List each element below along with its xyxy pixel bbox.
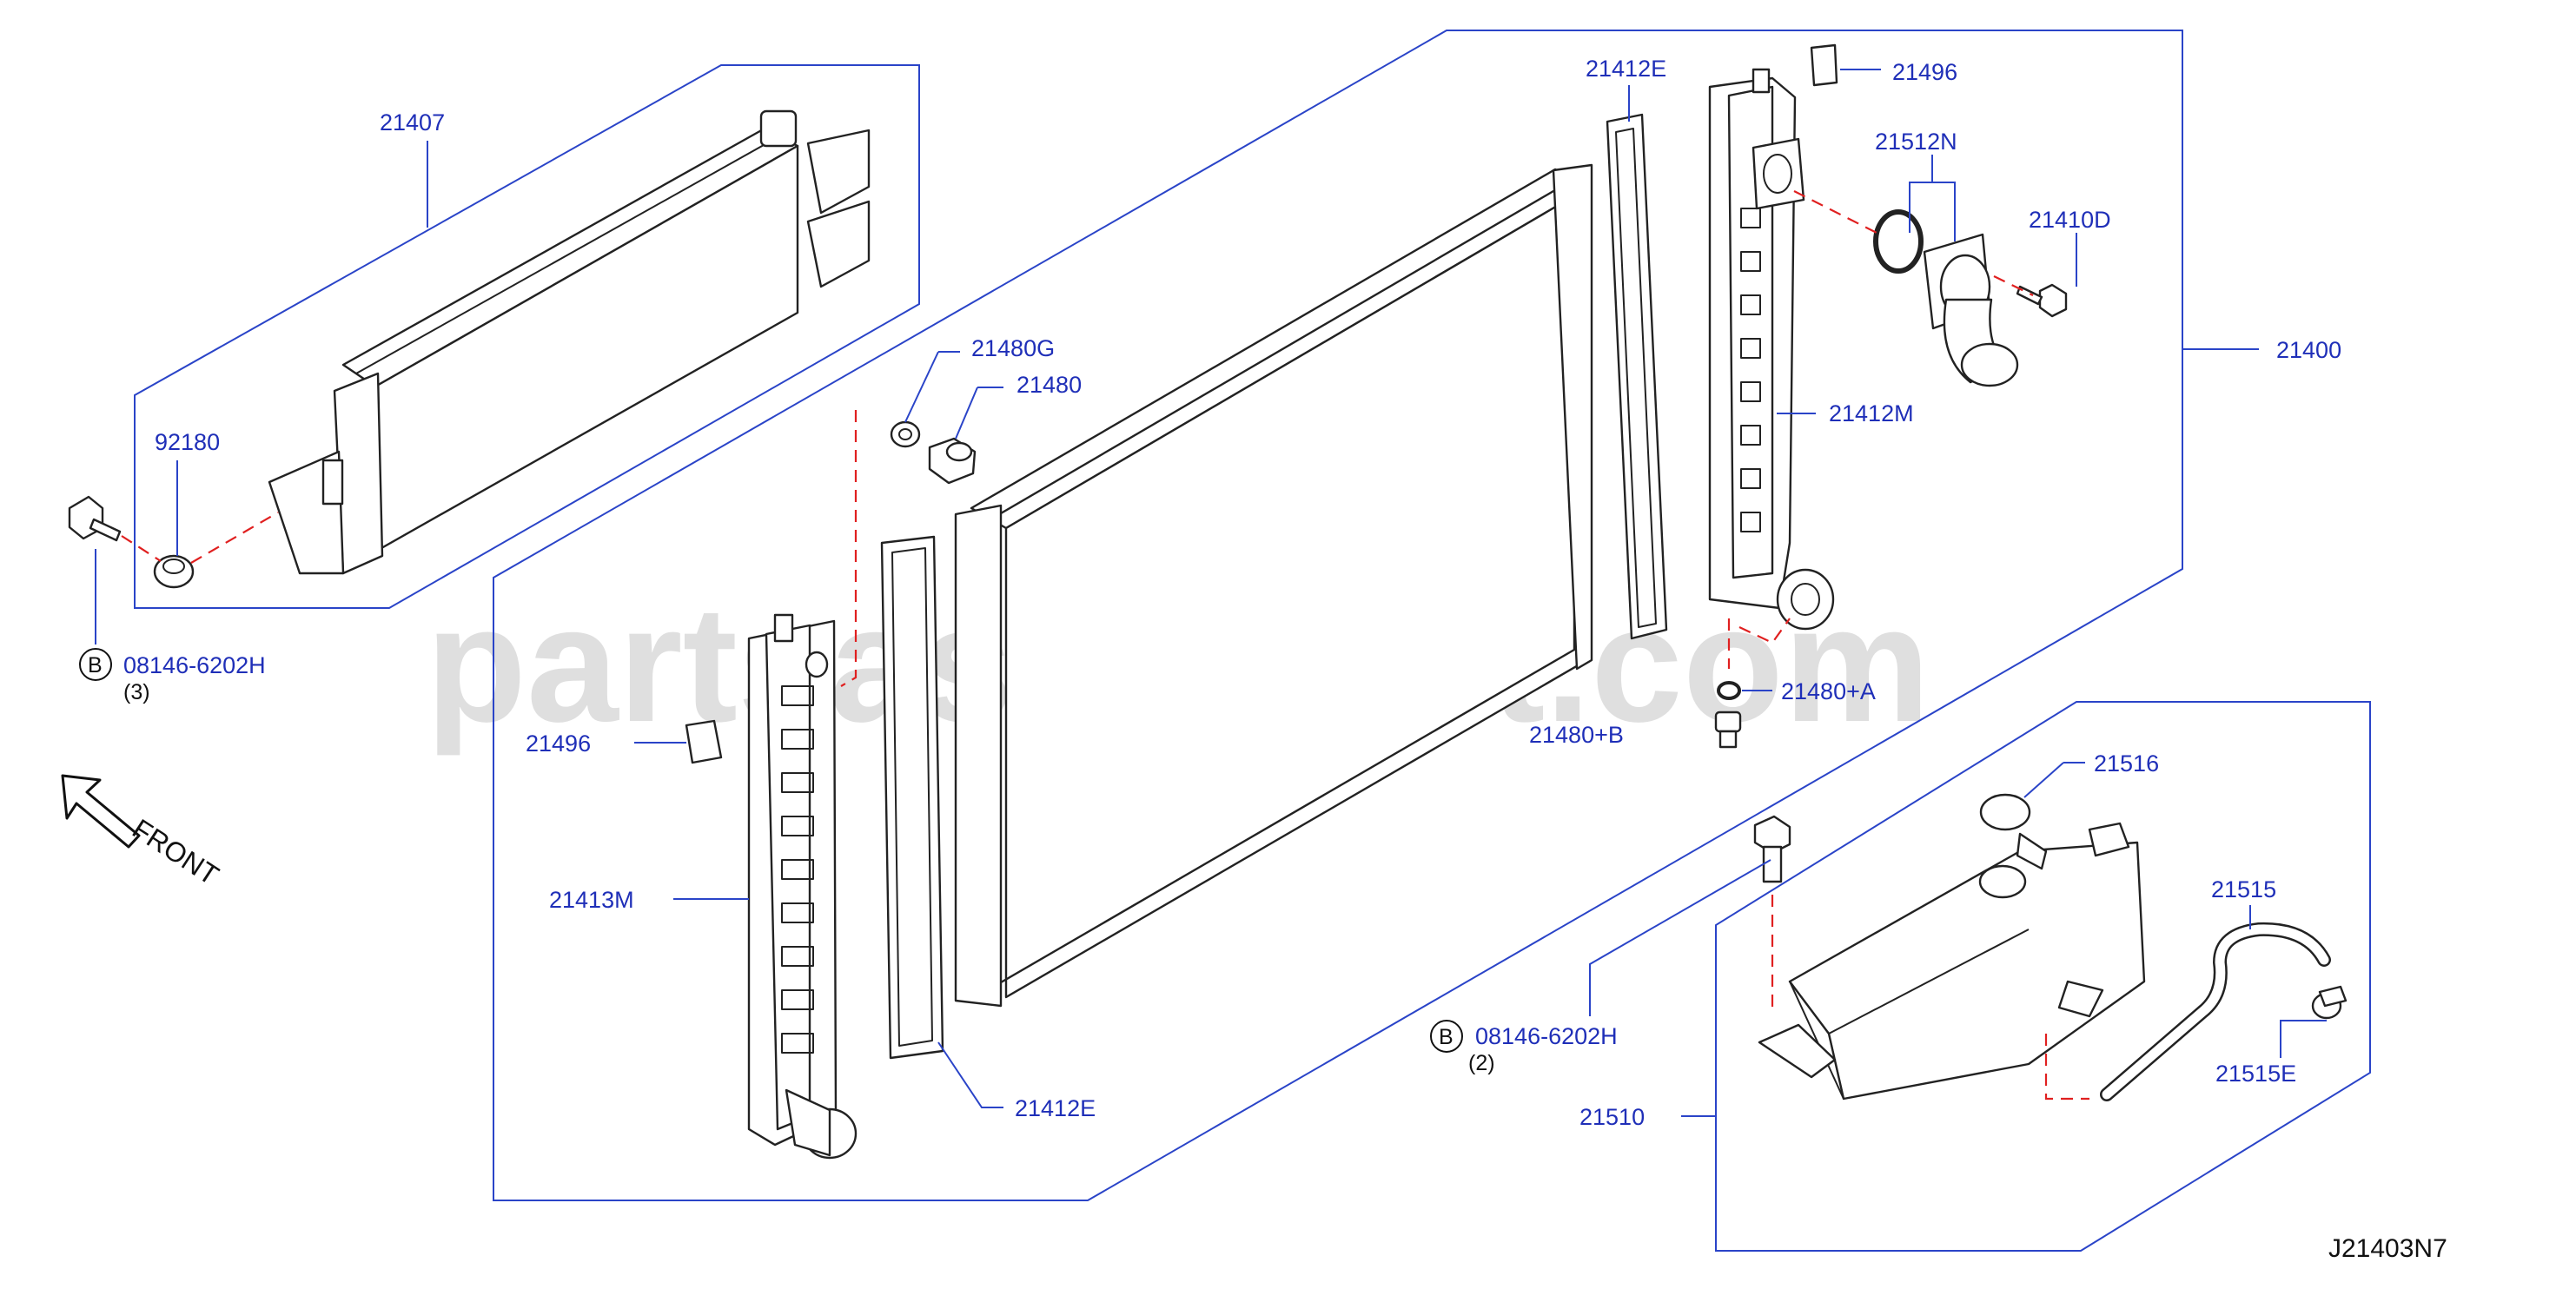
dashed-21512N bbox=[1793, 190, 1877, 234]
front-arrow-icon bbox=[61, 774, 141, 849]
drain-plug-21480[interactable] bbox=[928, 437, 977, 485]
label-bolt-a-part[interactable]: 08146-6202H bbox=[123, 652, 266, 678]
label-21496-top[interactable]: 21496 bbox=[1892, 59, 1957, 85]
label-21412M[interactable]: 21412M bbox=[1829, 400, 1914, 426]
plug-21496-left[interactable] bbox=[685, 719, 723, 764]
leader-21515E bbox=[2280, 1020, 2327, 1058]
water-outlet-21512N[interactable] bbox=[1923, 233, 2019, 387]
leader-21512N bbox=[1909, 182, 1956, 241]
oil-cooler-21407[interactable] bbox=[268, 109, 871, 575]
label-21515E[interactable]: 21515E bbox=[2215, 1061, 2296, 1087]
frame-21510 bbox=[1715, 701, 2371, 1252]
seal-21480A[interactable] bbox=[1717, 681, 1741, 700]
reservoir-tank-21510[interactable] bbox=[1758, 822, 2146, 1101]
label-21480A[interactable]: 21480+A bbox=[1781, 678, 1876, 704]
dashed-21480 bbox=[840, 410, 858, 687]
label-21412E-bottom[interactable]: 21412E bbox=[1015, 1095, 1096, 1121]
leader-21480 bbox=[955, 387, 978, 440]
o-ring-21512N[interactable] bbox=[1873, 209, 1924, 274]
leader-bolt-b bbox=[1589, 859, 1771, 1016]
radiator-core-21400[interactable] bbox=[954, 163, 1593, 1008]
label-21510[interactable]: 21510 bbox=[1579, 1104, 1645, 1130]
diagram-code: J21403N7 bbox=[2328, 1234, 2447, 1263]
label-21512N[interactable]: 21512N bbox=[1875, 129, 1957, 155]
label-21496-left[interactable]: 21496 bbox=[526, 730, 591, 757]
plug-21496-top[interactable] bbox=[1810, 43, 1838, 87]
frame-21400 bbox=[493, 30, 2183, 1201]
cap-21516[interactable] bbox=[1979, 793, 2031, 831]
washer-21480G[interactable] bbox=[890, 420, 921, 448]
label-bolt-a-qty: (3) bbox=[123, 680, 150, 704]
dashed-21410D bbox=[1993, 275, 2034, 296]
label-21480[interactable]: 21480 bbox=[1016, 372, 1082, 398]
dashed-92180 bbox=[121, 535, 162, 562]
grommet-92180[interactable] bbox=[153, 554, 195, 589]
drain-plug-21480B[interactable] bbox=[1714, 711, 1742, 749]
label-21410D[interactable]: 21410D bbox=[2029, 207, 2111, 233]
leader-21480G bbox=[904, 351, 939, 423]
bolt-badge-b: B bbox=[1430, 1020, 1463, 1053]
label-bolt-b-qty: (2) bbox=[1468, 1051, 1495, 1075]
front-label: FRONT bbox=[127, 813, 224, 891]
tank-21413M[interactable] bbox=[747, 613, 858, 1160]
label-21412E-top[interactable]: 21412E bbox=[1586, 56, 1666, 82]
label-21515[interactable]: 21515 bbox=[2211, 876, 2276, 902]
clamp-21515E[interactable] bbox=[2311, 985, 2348, 1020]
seal-21412E-top[interactable] bbox=[1606, 113, 1668, 640]
bolt-badge-a: B bbox=[79, 648, 112, 681]
bolt-08146-6202H-b[interactable] bbox=[1753, 815, 1791, 883]
label-21407[interactable]: 21407 bbox=[380, 109, 445, 136]
leader-21412E-bottom bbox=[937, 1041, 1003, 1108]
leader-21516 bbox=[2023, 762, 2064, 798]
svg-text:B: B bbox=[88, 653, 103, 678]
hose-21515[interactable] bbox=[2100, 922, 2331, 1101]
bolt-08146-6202H-a[interactable] bbox=[68, 495, 122, 542]
dashed-92180-cooler bbox=[190, 512, 279, 564]
seal-21412E-bottom[interactable] bbox=[880, 535, 944, 1060]
label-21480B[interactable]: 21480+B bbox=[1529, 722, 1624, 748]
bolt-21410D[interactable] bbox=[2016, 283, 2068, 318]
svg-text:B: B bbox=[1439, 1025, 1454, 1049]
label-21480G[interactable]: 21480G bbox=[971, 335, 1055, 361]
dashed-hose bbox=[2044, 1034, 2089, 1101]
tank-21412M[interactable] bbox=[1708, 68, 1835, 631]
frame-21407 bbox=[134, 64, 920, 609]
label-21516[interactable]: 21516 bbox=[2094, 750, 2159, 777]
label-92180[interactable]: 92180 bbox=[155, 429, 220, 455]
label-bolt-b-part[interactable]: 08146-6202H bbox=[1475, 1023, 1618, 1049]
label-21413M[interactable]: 21413M bbox=[549, 887, 634, 913]
label-21400[interactable]: 21400 bbox=[2276, 337, 2341, 363]
